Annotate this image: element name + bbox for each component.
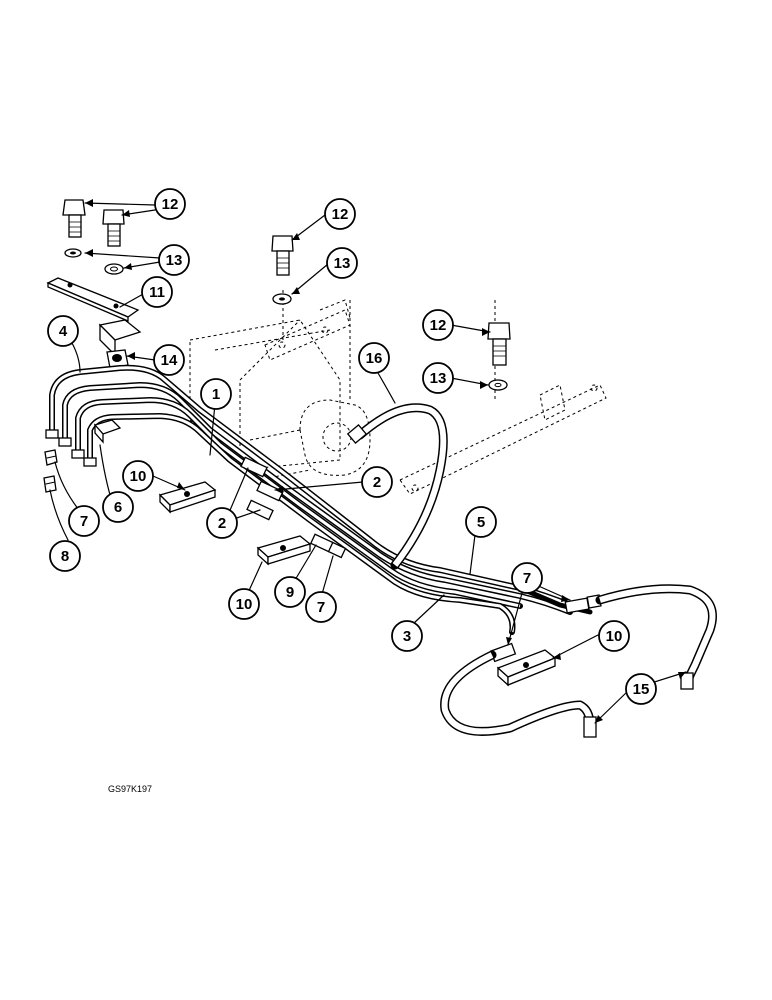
callout-label: 15 <box>633 681 650 698</box>
callout-3: 3 <box>391 620 423 652</box>
connector-7-upper-right <box>564 594 602 614</box>
callout-1: 1 <box>200 378 232 410</box>
callout-label: 12 <box>332 206 349 223</box>
washer-13-right <box>488 379 508 391</box>
clamp-block <box>98 319 142 357</box>
bolt-12-left-b <box>102 209 125 247</box>
bolt-12-left-a <box>62 199 86 238</box>
valve-body <box>249 399 371 481</box>
callout-label: 12 <box>162 196 179 213</box>
callout-7-b: 7 <box>305 591 337 623</box>
hose-15-upper <box>595 584 717 690</box>
clamp-plate-11 <box>46 277 140 322</box>
clamp-block-10-b <box>256 535 312 566</box>
callout-10-b: 10 <box>228 588 260 620</box>
callout-9: 9 <box>274 576 306 608</box>
callout-label: 11 <box>149 284 165 301</box>
callout-label: 13 <box>430 370 447 387</box>
callout-8: 8 <box>49 540 81 572</box>
small-clamp-block-left <box>93 419 122 444</box>
callout-label: 7 <box>523 570 531 587</box>
callout-label: 2 <box>373 474 381 491</box>
callout-label: 10 <box>236 596 253 613</box>
callout-7-c: 7 <box>511 562 543 594</box>
callout-13-c: 13 <box>422 362 454 394</box>
hose-15-lower <box>440 650 597 738</box>
plug-8 <box>43 475 57 493</box>
mounting-bracket-right <box>399 384 607 495</box>
callout-label: 2 <box>218 515 226 532</box>
callout-10-c: 10 <box>598 620 630 652</box>
callout-15: 15 <box>625 673 657 705</box>
callout-16: 16 <box>358 342 390 374</box>
callout-label: 7 <box>317 599 325 616</box>
clamp-block-10-a <box>158 481 217 514</box>
callout-12-c: 12 <box>422 309 454 341</box>
callout-label: 7 <box>80 513 88 530</box>
washer-13-center <box>272 293 292 305</box>
callout-label: 4 <box>59 323 68 340</box>
callout-4: 4 <box>47 315 79 347</box>
callout-6: 6 <box>102 491 134 523</box>
callout-13-a: 13 <box>158 244 190 276</box>
callout-7-a: 7 <box>68 505 100 537</box>
callout-11: 11 <box>141 276 173 308</box>
callout-label: 8 <box>61 548 69 565</box>
callout-label: 13 <box>334 255 351 272</box>
callout-10-a: 10 <box>122 460 154 492</box>
bolt-12-right <box>487 322 511 366</box>
callout-label: 12 <box>430 317 447 334</box>
callout-label: 16 <box>366 350 383 367</box>
figure-code: GS97K197 <box>108 784 152 794</box>
callout-label: 6 <box>114 499 122 516</box>
mounting-bracket-center <box>264 299 351 361</box>
callout-2-a: 2 <box>361 466 393 498</box>
callout-label: 10 <box>130 468 147 485</box>
union-2-b <box>256 480 284 502</box>
callout-label: 3 <box>403 628 411 645</box>
callout-12-b: 12 <box>324 198 356 230</box>
tube-end-fittings-left <box>45 429 97 467</box>
callout-label: 9 <box>286 584 294 601</box>
connector-7-left <box>44 449 58 466</box>
callout-2-b: 2 <box>206 507 238 539</box>
callout-12-a: 12 <box>154 188 186 220</box>
hose-16 <box>346 403 448 570</box>
union-2-a <box>240 456 268 478</box>
callout-14: 14 <box>153 344 185 376</box>
fitting-9 <box>309 533 347 559</box>
bolt-12-center <box>271 235 294 276</box>
washer-13-left-a <box>64 248 82 258</box>
leader-arrowheads <box>85 199 686 723</box>
callout-5: 5 <box>465 506 497 538</box>
callout-label: 13 <box>166 252 183 269</box>
callout-label: 5 <box>477 514 485 531</box>
callout-label: 1 <box>212 386 220 403</box>
callout-label: 14 <box>161 352 178 369</box>
callout-13-b: 13 <box>326 247 358 279</box>
washer-13-left-b <box>104 263 124 275</box>
callout-label: 10 <box>606 628 623 645</box>
tube-6 <box>75 397 523 609</box>
